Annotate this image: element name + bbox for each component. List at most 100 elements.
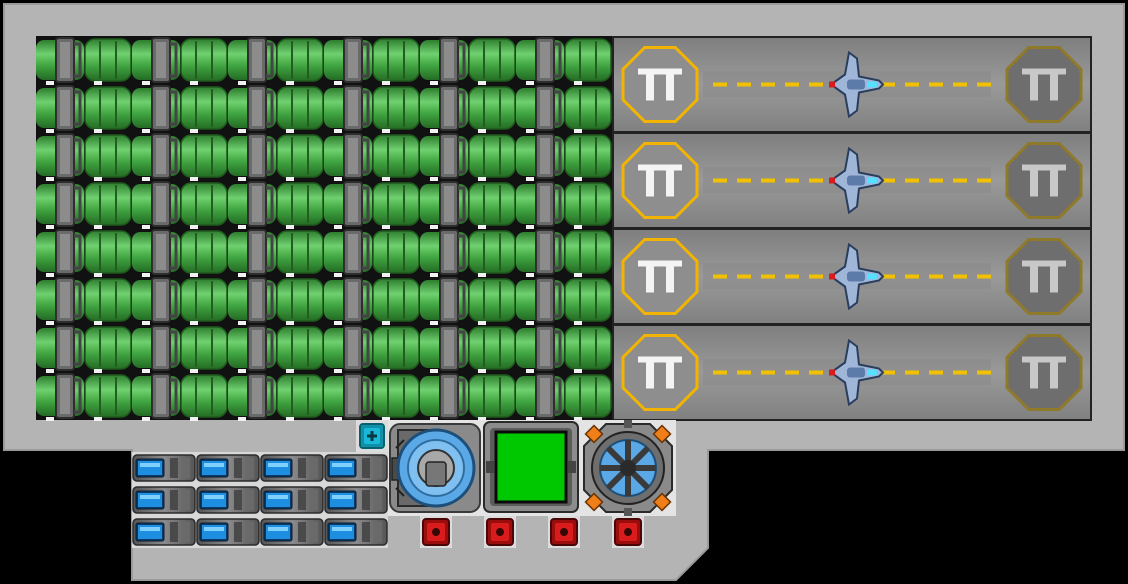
- hangar-bay[interactable]: [612, 228, 1092, 325]
- storage-tank[interactable]: [564, 230, 612, 277]
- storage-tank[interactable]: [228, 325, 276, 373]
- storage-tank[interactable]: [36, 133, 84, 181]
- storage-tank[interactable]: [228, 373, 276, 421]
- storage-tank[interactable]: [36, 325, 84, 373]
- storage-tank[interactable]: [420, 229, 468, 277]
- storage-tank[interactable]: [468, 182, 516, 229]
- battery-bank[interactable]: [132, 452, 388, 548]
- weapon-port[interactable]: [484, 516, 516, 548]
- storage-tank[interactable]: [324, 277, 372, 325]
- storage-tank[interactable]: [372, 230, 420, 277]
- storage-tank[interactable]: [420, 37, 468, 85]
- storage-tank[interactable]: [372, 278, 420, 325]
- storage-tank[interactable]: [276, 278, 324, 325]
- storage-tank[interactable]: [84, 230, 132, 277]
- battery-cell[interactable]: [324, 518, 388, 546]
- launch-pad[interactable]: [621, 334, 699, 411]
- storage-tank[interactable]: [84, 326, 132, 373]
- battery-cell[interactable]: [324, 486, 388, 514]
- storage-tank[interactable]: [324, 133, 372, 181]
- storage-tank[interactable]: [516, 37, 564, 85]
- launch-pad[interactable]: [621, 46, 699, 123]
- storage-tank[interactable]: [372, 182, 420, 229]
- storage-tank[interactable]: [372, 86, 420, 133]
- storage-tank[interactable]: [228, 85, 276, 133]
- storage-tank[interactable]: [276, 182, 324, 229]
- storage-tank[interactable]: [564, 86, 612, 133]
- storage-tank[interactable]: [84, 134, 132, 181]
- storage-tank[interactable]: [36, 229, 84, 277]
- storage-tank[interactable]: [132, 277, 180, 325]
- battery-cell[interactable]: [260, 518, 324, 546]
- storage-tank[interactable]: [36, 85, 84, 133]
- weapon-port[interactable]: [420, 516, 452, 548]
- storage-tank[interactable]: [132, 133, 180, 181]
- storage-tank[interactable]: [564, 134, 612, 181]
- storage-tank[interactable]: [372, 134, 420, 181]
- storage-tank[interactable]: [84, 278, 132, 325]
- storage-tank[interactable]: [516, 181, 564, 229]
- hangar-bay[interactable]: [612, 36, 1092, 133]
- hangar-bay[interactable]: [612, 132, 1092, 229]
- storage-tank[interactable]: [516, 229, 564, 277]
- storage-tank[interactable]: [516, 325, 564, 373]
- storage-tank[interactable]: [564, 182, 612, 229]
- storage-tank[interactable]: [324, 229, 372, 277]
- shield-generator-module[interactable]: [583, 420, 673, 516]
- power-port[interactable]: [356, 420, 388, 452]
- storage-tank[interactable]: [36, 373, 84, 421]
- fighter-ship[interactable]: [829, 338, 885, 407]
- storage-tank[interactable]: [468, 230, 516, 277]
- storage-tank[interactable]: [36, 277, 84, 325]
- storage-tank[interactable]: [180, 374, 228, 421]
- storage-tank[interactable]: [324, 85, 372, 133]
- storage-tank[interactable]: [420, 85, 468, 133]
- storage-tank[interactable]: [84, 374, 132, 421]
- landing-pad[interactable]: [1005, 238, 1083, 315]
- storage-tank[interactable]: [84, 182, 132, 229]
- storage-tank[interactable]: [468, 326, 516, 373]
- storage-tank[interactable]: [324, 373, 372, 421]
- storage-tank[interactable]: [276, 86, 324, 133]
- launch-pad[interactable]: [621, 142, 699, 219]
- battery-cell[interactable]: [196, 486, 260, 514]
- storage-tank[interactable]: [84, 38, 132, 85]
- storage-tank[interactable]: [468, 38, 516, 85]
- storage-tank-grid[interactable]: [36, 36, 612, 421]
- storage-tank[interactable]: [468, 134, 516, 181]
- weapon-port[interactable]: [548, 516, 580, 548]
- landing-pad[interactable]: [1005, 46, 1083, 123]
- storage-tank[interactable]: [516, 277, 564, 325]
- battery-cell[interactable]: [260, 486, 324, 514]
- storage-tank[interactable]: [180, 134, 228, 181]
- battery-cell[interactable]: [260, 454, 324, 482]
- storage-tank[interactable]: [36, 181, 84, 229]
- storage-tank[interactable]: [468, 278, 516, 325]
- storage-tank[interactable]: [516, 373, 564, 421]
- battery-cell[interactable]: [324, 454, 388, 482]
- storage-tank[interactable]: [324, 37, 372, 85]
- storage-tank[interactable]: [276, 374, 324, 421]
- battery-cell[interactable]: [132, 454, 196, 482]
- storage-tank[interactable]: [324, 181, 372, 229]
- storage-tank[interactable]: [372, 374, 420, 421]
- storage-tank[interactable]: [132, 229, 180, 277]
- storage-tank[interactable]: [372, 326, 420, 373]
- storage-tank[interactable]: [228, 181, 276, 229]
- storage-tank[interactable]: [36, 37, 84, 85]
- storage-tank[interactable]: [564, 374, 612, 421]
- storage-tank[interactable]: [420, 373, 468, 421]
- fighter-ship[interactable]: [829, 242, 885, 311]
- storage-tank[interactable]: [276, 134, 324, 181]
- storage-tank[interactable]: [132, 373, 180, 421]
- storage-tank[interactable]: [180, 38, 228, 85]
- storage-tank[interactable]: [180, 326, 228, 373]
- storage-tank[interactable]: [180, 278, 228, 325]
- storage-tank[interactable]: [132, 181, 180, 229]
- storage-tank[interactable]: [564, 38, 612, 85]
- storage-tank[interactable]: [180, 86, 228, 133]
- storage-tank[interactable]: [420, 277, 468, 325]
- storage-tank[interactable]: [420, 181, 468, 229]
- reactor-module[interactable]: [389, 423, 481, 513]
- storage-tank[interactable]: [228, 133, 276, 181]
